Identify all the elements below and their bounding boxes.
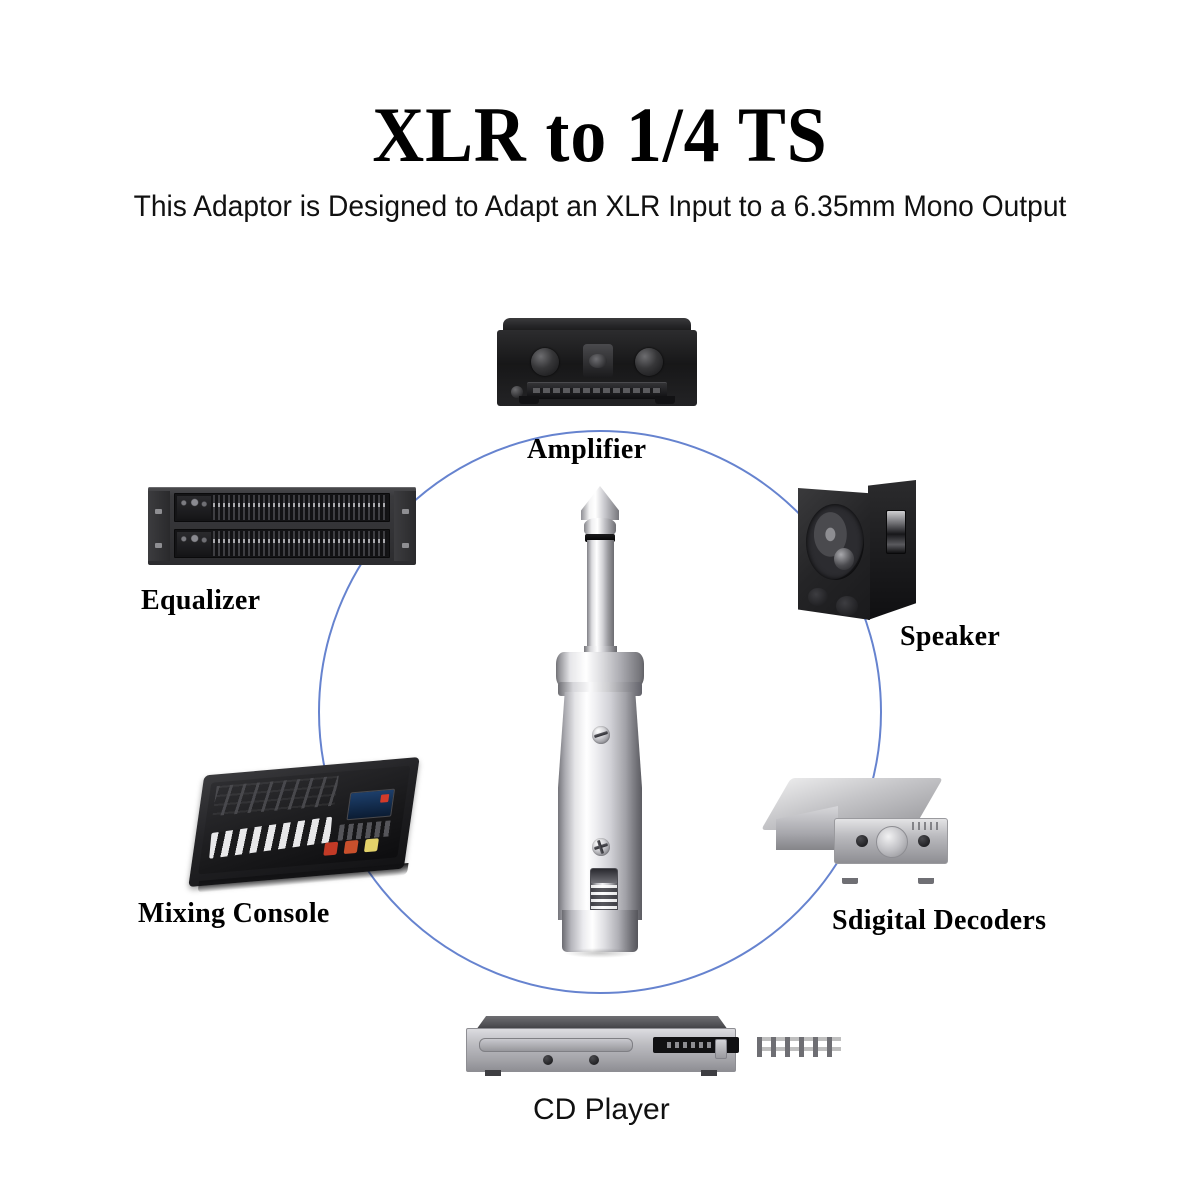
label-equalizer: Equalizer bbox=[141, 585, 261, 616]
device-digital-decoder bbox=[760, 778, 950, 884]
amplifier-left-knob-icon bbox=[531, 348, 559, 376]
product-shadow bbox=[564, 948, 636, 958]
speaker-front-baffle bbox=[798, 488, 870, 620]
amplifier-front-panel bbox=[497, 330, 697, 406]
speaker-dust-cap bbox=[834, 548, 854, 570]
equalizer-slider-bank bbox=[213, 531, 387, 556]
dac-foot-right bbox=[918, 878, 934, 884]
mixer-orange-button-icon bbox=[343, 839, 359, 855]
ts-plug-shaft bbox=[587, 540, 614, 652]
dac-foot-left bbox=[842, 878, 858, 884]
device-mixing-console bbox=[188, 756, 420, 893]
cd-knob-icon bbox=[543, 1055, 553, 1065]
ts-plug-insulator-ring bbox=[585, 534, 615, 542]
mixer-button-row bbox=[337, 820, 393, 841]
mixer-knob-grid bbox=[212, 775, 339, 817]
mixer-red-button-icon bbox=[323, 841, 339, 856]
connection-circle bbox=[318, 430, 882, 994]
dac-headphone-jack-icon bbox=[918, 835, 930, 847]
equalizer-slider-bank bbox=[213, 495, 387, 520]
device-equalizer bbox=[148, 487, 416, 565]
dac-indicator-leds bbox=[912, 822, 938, 830]
equalizer-rack-ear-right bbox=[394, 491, 416, 561]
speaker-lower-driver-icon bbox=[808, 588, 828, 606]
label-mixing-console: Mixing Console bbox=[138, 898, 330, 929]
amplifier-small-knob-icon bbox=[511, 386, 523, 398]
page-subtitle: This Adaptor is Designed to Adapt an XLR… bbox=[133, 190, 1067, 223]
device-speaker bbox=[798, 480, 916, 628]
mixer-yellow-button-icon bbox=[363, 838, 379, 853]
cd-foot-left bbox=[485, 1070, 501, 1076]
equalizer-rack-ear-left bbox=[148, 491, 170, 561]
label-digital-decoders: Sdigital Decoders bbox=[832, 905, 1047, 936]
ts-plug-tip-collar bbox=[584, 518, 616, 536]
amplifier-top-panel bbox=[503, 318, 691, 332]
equalizer-screw-icon bbox=[402, 509, 409, 514]
xlr-screw-icon bbox=[592, 726, 610, 744]
ts-plug-tip bbox=[581, 486, 619, 520]
cd-knob-icon bbox=[589, 1055, 599, 1065]
amplifier-button-row bbox=[533, 388, 661, 393]
mixer-fader-bank bbox=[209, 816, 333, 859]
cd-foot-right bbox=[701, 1070, 717, 1076]
device-cd-player bbox=[466, 1016, 841, 1078]
xlr-base-sleeve bbox=[562, 910, 638, 952]
equalizer-knobs-icon bbox=[177, 532, 211, 555]
speaker-bass-port bbox=[886, 510, 906, 554]
cd-transport-buttons bbox=[757, 1037, 841, 1057]
label-cd-player: CD Player bbox=[533, 1093, 670, 1126]
equalizer-knobs-icon bbox=[177, 496, 211, 519]
equalizer-channel-2 bbox=[174, 529, 390, 558]
amplifier-display-icon bbox=[583, 344, 613, 378]
equalizer-screw-icon bbox=[155, 509, 162, 514]
equalizer-slider-caps bbox=[213, 503, 387, 507]
speaker-lower-driver-icon bbox=[836, 596, 858, 616]
speaker-woofer-icon bbox=[806, 504, 864, 580]
equalizer-channel-1 bbox=[174, 493, 390, 522]
label-amplifier: Amplifier bbox=[527, 434, 647, 465]
mixer-control-surface bbox=[198, 765, 411, 875]
mixer-display-icon bbox=[346, 788, 396, 821]
cd-player-top-cover bbox=[476, 1016, 728, 1030]
cd-power-button-icon bbox=[715, 1039, 727, 1059]
xlr-screw-icon bbox=[592, 838, 610, 856]
label-speaker: Speaker bbox=[900, 621, 1001, 652]
amplifier-drop-panel bbox=[527, 382, 667, 399]
equalizer-screw-icon bbox=[155, 543, 162, 548]
dac-volume-knob-icon bbox=[876, 826, 908, 858]
product-xlr-to-quarter-inch-adaptor bbox=[540, 486, 660, 972]
amplifier-right-knob-icon bbox=[635, 348, 663, 376]
cd-player-front-panel bbox=[466, 1028, 841, 1076]
xlr-screw-slot bbox=[593, 730, 609, 739]
amplifier-foot-right bbox=[655, 396, 675, 404]
equalizer-slider-caps bbox=[213, 539, 387, 543]
equalizer-screw-icon bbox=[402, 543, 409, 548]
amplifier-foot-left bbox=[519, 396, 539, 404]
cd-disc-tray bbox=[479, 1038, 633, 1052]
page-title: XLR to 1/4 TS bbox=[372, 91, 828, 178]
equalizer-chassis bbox=[148, 487, 416, 565]
device-amplifier bbox=[497, 318, 697, 418]
dac-input-jack-icon bbox=[856, 835, 868, 847]
xlr-latch-tab bbox=[591, 869, 617, 883]
